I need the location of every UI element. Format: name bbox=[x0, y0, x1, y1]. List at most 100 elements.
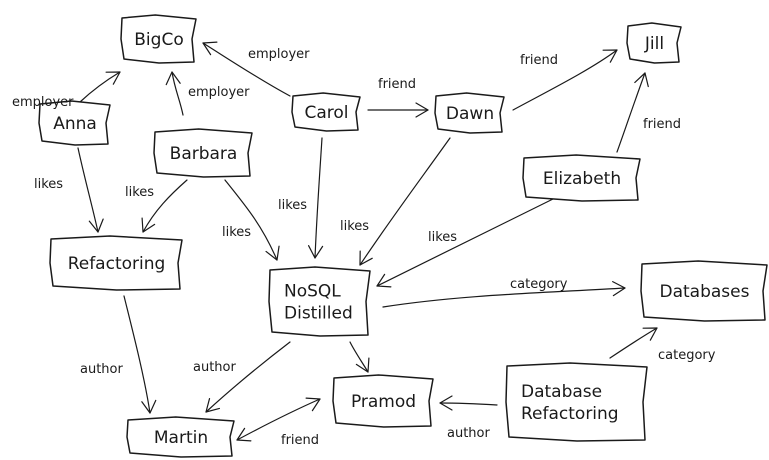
node-label: Carol bbox=[304, 103, 348, 123]
edge-line bbox=[123, 295, 151, 414]
node-anna: Anna bbox=[38, 100, 111, 146]
edge-barbara-to-bigco bbox=[165, 71, 184, 116]
arrowhead-icon bbox=[105, 71, 121, 85]
edge-label: likes bbox=[34, 177, 63, 192]
edge-anna-to-refactoring bbox=[77, 147, 104, 233]
edge-line bbox=[359, 137, 451, 266]
edge-dbrefactoring-to-databases bbox=[609, 327, 658, 359]
edge-dbrefactoring-to-pramod bbox=[439, 395, 498, 411]
arrowhead-icon bbox=[141, 399, 157, 414]
node-barbara: Barbara bbox=[153, 128, 253, 178]
edge-carol-to-nosql bbox=[308, 137, 324, 259]
edge-label: author bbox=[193, 360, 236, 375]
edge-refactoring-to-martin bbox=[123, 295, 157, 414]
edge-anna-to-bigco bbox=[79, 71, 121, 103]
node-label: Jill bbox=[644, 34, 664, 54]
arrowhead-icon bbox=[415, 102, 429, 118]
arrowhead-icon bbox=[376, 273, 392, 288]
edge-carol-to-dawn bbox=[367, 102, 429, 118]
node-box bbox=[522, 154, 641, 202]
edge-label: category bbox=[510, 277, 568, 292]
edge-label: employer bbox=[248, 47, 310, 62]
node-box bbox=[505, 362, 648, 442]
edge-line bbox=[77, 147, 99, 233]
edge-line bbox=[224, 179, 278, 261]
edge-line bbox=[376, 197, 556, 287]
edge-label: likes bbox=[428, 230, 457, 245]
edge-label: author bbox=[447, 426, 490, 441]
edge-label: employer bbox=[12, 95, 74, 110]
node-label: Martin bbox=[154, 428, 208, 448]
arrowhead-icon bbox=[265, 245, 280, 261]
node-label: Database bbox=[521, 382, 602, 402]
node-jill: Jill bbox=[626, 22, 682, 64]
node-label: Databases bbox=[660, 282, 750, 302]
edge-martin-to-pramod bbox=[236, 397, 321, 442]
node-label: Pramod bbox=[351, 392, 416, 412]
edge-label: likes bbox=[125, 185, 154, 200]
edge-elizabeth-to-jill bbox=[616, 72, 649, 153]
node-box bbox=[153, 128, 253, 178]
edge-label: likes bbox=[278, 198, 307, 213]
node-box bbox=[49, 235, 183, 291]
arrowhead-icon bbox=[439, 395, 453, 411]
arrowhead-icon bbox=[602, 49, 618, 63]
arrowhead-icon bbox=[165, 71, 181, 86]
node-box bbox=[626, 22, 682, 64]
arrowhead-icon bbox=[141, 217, 156, 233]
node-label: Dawn bbox=[446, 104, 494, 124]
arrowhead-icon bbox=[642, 327, 658, 341]
node-label: Barbara bbox=[170, 144, 238, 164]
node-carol: Carol bbox=[291, 92, 361, 132]
node-martin: Martin bbox=[126, 416, 235, 458]
arrowhead-icon bbox=[236, 427, 252, 442]
edge-line bbox=[609, 327, 658, 359]
arrowhead-icon bbox=[359, 250, 373, 266]
edge-dawn-to-nosql bbox=[359, 137, 451, 266]
edge-line bbox=[79, 71, 121, 103]
node-elizabeth: Elizabeth bbox=[522, 154, 641, 202]
edge-label: employer bbox=[188, 85, 250, 100]
node-databases: Databases bbox=[640, 260, 768, 322]
edge-line bbox=[439, 402, 498, 406]
edge-carol-to-bigco bbox=[202, 41, 291, 97]
arrowhead-icon bbox=[612, 281, 626, 297]
node-label: Anna bbox=[53, 114, 97, 134]
edge-line bbox=[205, 341, 291, 413]
edge-label: category bbox=[658, 348, 716, 363]
edge-nosql-to-martin bbox=[205, 341, 291, 413]
edge-elizabeth-to-nosql bbox=[376, 197, 556, 288]
edge-line bbox=[314, 137, 323, 259]
edge-label: likes bbox=[340, 219, 369, 234]
edge-label: friend bbox=[643, 117, 681, 132]
edge-line bbox=[236, 398, 321, 441]
node-label: Refactoring bbox=[521, 404, 619, 424]
edge-label: author bbox=[80, 362, 123, 377]
edge-label: likes bbox=[222, 225, 251, 240]
arrowhead-icon bbox=[308, 245, 324, 259]
edge-line bbox=[382, 287, 626, 308]
arrowhead-icon bbox=[88, 218, 104, 233]
edge-nosql-to-pramod bbox=[349, 341, 370, 373]
node-box bbox=[38, 100, 111, 146]
node-pramod: Pramod bbox=[332, 374, 434, 428]
edge-line bbox=[171, 71, 184, 116]
node-label: Refactoring bbox=[68, 254, 166, 274]
node-box bbox=[120, 14, 197, 64]
node-box bbox=[291, 92, 361, 132]
node-refactoring: Refactoring bbox=[49, 235, 183, 291]
edge-barbara-to-refactoring bbox=[141, 179, 188, 233]
edge-barbara-to-nosql bbox=[224, 179, 280, 261]
node-box bbox=[332, 374, 434, 428]
edge-nosql-to-databases bbox=[382, 281, 626, 308]
node-label: BigCo bbox=[134, 30, 183, 50]
node-box bbox=[434, 92, 505, 134]
arrowhead-icon bbox=[205, 397, 221, 413]
arrowhead-icon bbox=[634, 72, 649, 88]
node-bigco: BigCo bbox=[120, 14, 197, 64]
edge-line bbox=[142, 179, 188, 233]
edge-line bbox=[512, 49, 618, 111]
